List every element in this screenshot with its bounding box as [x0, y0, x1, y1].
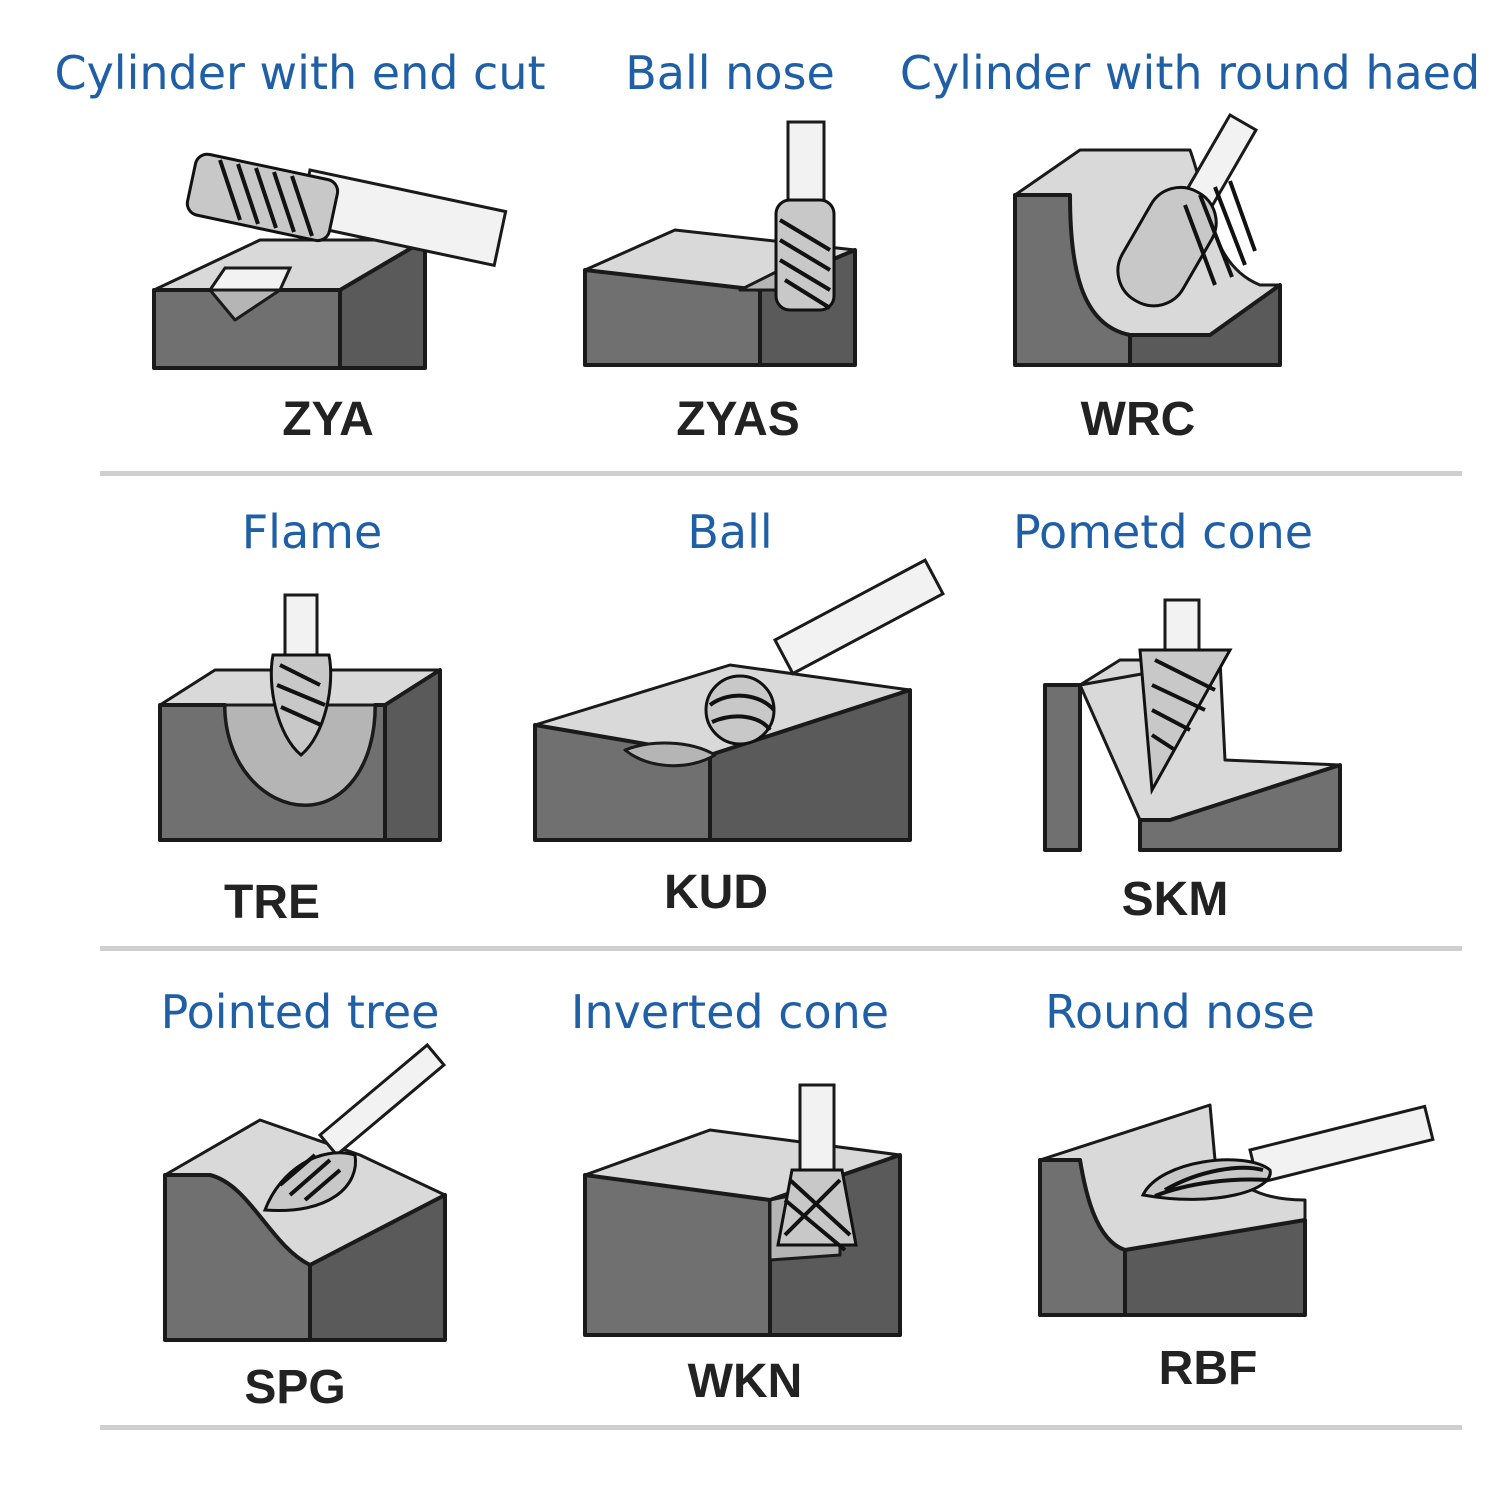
row-divider-2: [100, 946, 1462, 951]
kud-illustration: [533, 558, 945, 842]
burr-code-zyas: ZYAS: [676, 393, 800, 446]
burr-title-tre: Flame: [241, 505, 383, 559]
zya-illustration: [152, 152, 508, 370]
burr-title-skm: Pometd cone: [1012, 505, 1314, 559]
row-divider-3: [100, 1425, 1462, 1430]
spg-illustration: [163, 1042, 447, 1342]
burr-title-spg: Pointed tree: [160, 985, 440, 1039]
burr-title-zyas: Ball nose: [625, 46, 835, 100]
burr-code-tre: TRE: [224, 876, 320, 929]
wrc-illustration: [1013, 112, 1282, 367]
burr-code-spg: SPG: [244, 1361, 346, 1414]
skm-illustration: [1043, 598, 1342, 852]
burr-title-rbf: Round nose: [1045, 985, 1315, 1039]
burr-code-wkn: WKN: [687, 1355, 803, 1408]
zyas-illustration: [583, 120, 857, 367]
wkn-illustration: [583, 1083, 902, 1337]
burr-code-kud: KUD: [664, 866, 768, 919]
burr-code-wrc: WRC: [1080, 393, 1196, 446]
burr-code-zya: ZYA: [282, 393, 374, 446]
burr-title-wrc: Cylinder with round haed: [899, 46, 1481, 100]
row-divider-1: [100, 471, 1462, 476]
burr-code-rbf: RBF: [1158, 1342, 1258, 1395]
burr-title-wkn: Inverted cone: [570, 985, 890, 1039]
burr-title-zya: Cylinder with end cut: [54, 46, 546, 100]
rbf-illustration: [1038, 1103, 1435, 1317]
burr-title-kud: Ball: [687, 505, 773, 559]
tre-illustration: [158, 593, 442, 842]
burr-code-skm: SKM: [1121, 873, 1229, 926]
